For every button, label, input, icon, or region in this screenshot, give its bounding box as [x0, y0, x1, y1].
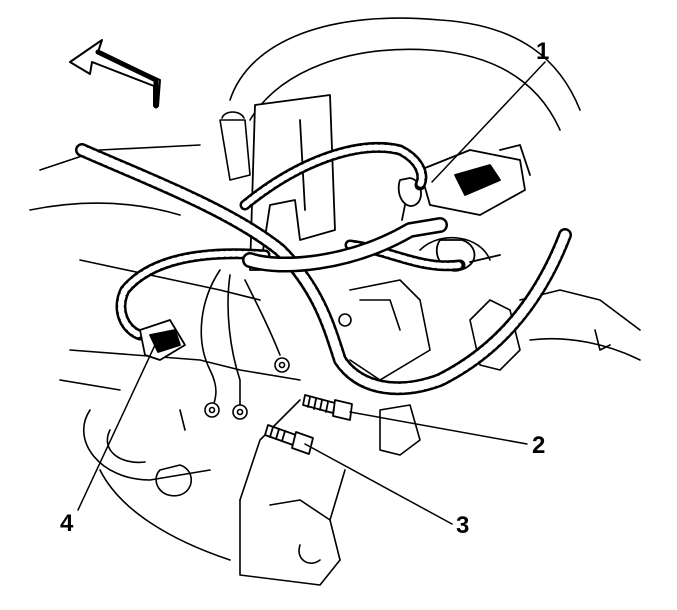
- callout-4-label: 4: [60, 510, 74, 537]
- callout-leaders: [77, 61, 546, 525]
- direction-arrow-icon: [69, 39, 161, 109]
- engine-outline: [29, 17, 641, 586]
- left-harness-connector: [139, 319, 186, 361]
- bolt-upper: [302, 394, 353, 421]
- bolt-lower: [264, 424, 314, 455]
- wiring-harness-loom: [75, 142, 572, 396]
- ground-wires: [200, 269, 352, 420]
- callout-1-label: 1: [536, 38, 550, 65]
- mounting-bracket: [249, 94, 336, 271]
- callout-3-label: 3: [456, 512, 470, 539]
- callout-2-label: 2: [532, 432, 546, 459]
